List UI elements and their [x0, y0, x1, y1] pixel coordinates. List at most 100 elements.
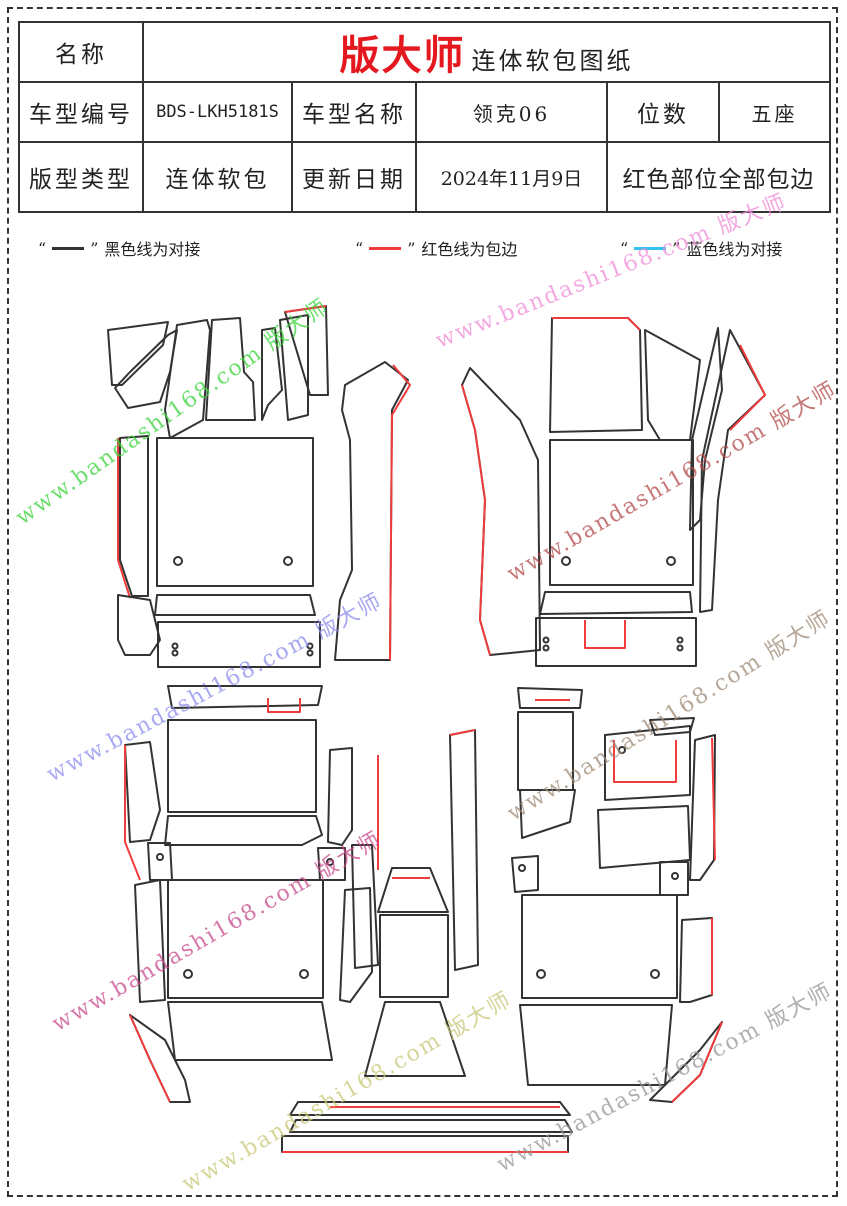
seats-label: 位数 — [606, 81, 720, 143]
hole — [676, 636, 684, 644]
hole — [671, 872, 679, 880]
front-left-lower-side — [117, 594, 161, 656]
rear-left-seat-side-left — [134, 879, 166, 1003]
rear-left-arm-left — [124, 741, 161, 843]
front-left-side-red — [117, 438, 131, 599]
front-right-footrest-red — [584, 620, 626, 649]
rear-left-top-cap — [167, 685, 323, 709]
rear-right-upper-panel — [604, 725, 691, 801]
rear-right-mid-piece — [597, 805, 691, 869]
legend-red-text: 红色线为包边 — [421, 240, 518, 259]
doc-title: 连体软包图纸 — [471, 47, 634, 75]
rear-right-mat-group — [511, 687, 723, 1103]
rear-left-kick-panel — [129, 1014, 191, 1103]
rear-left-top-cap-red — [267, 698, 301, 713]
rear-right-kick-red — [671, 1021, 723, 1103]
note-value: 红色部位全部包边 — [605, 141, 832, 213]
rear-right-top-cap — [517, 687, 583, 709]
legend-red-swatch — [369, 246, 402, 250]
model-code: BDS-LKH5181S — [142, 81, 293, 143]
tunnel-middle — [379, 914, 449, 998]
front-right-upper-strip — [644, 329, 701, 441]
front-right-top-panel-red — [552, 317, 641, 331]
front-left-side-strip — [119, 435, 149, 597]
hole — [326, 858, 334, 866]
front-left-top-piece-4 — [205, 317, 256, 421]
hole — [306, 642, 314, 650]
rear-left-upper-mat — [167, 719, 317, 813]
front-right-sill — [461, 367, 541, 656]
hole — [306, 649, 314, 657]
title-cell: 版大师连体软包图纸 — [141, 21, 832, 83]
tunnel-bottom — [364, 1001, 466, 1077]
front-left-sill-red — [389, 364, 411, 661]
rear-left-mat-group — [124, 685, 379, 1103]
legend-black-text: 黑色线为对接 — [104, 240, 201, 259]
hole — [183, 969, 193, 979]
rear-left-main-mat — [167, 879, 324, 999]
name-label: 名称 — [18, 21, 144, 83]
hole — [536, 969, 546, 979]
rear-left-arm-left-red — [124, 745, 141, 881]
legend-blue-swatch — [634, 246, 667, 250]
bottom-strip-1 — [289, 1101, 571, 1116]
legend-red: “” 红色线为包边 — [355, 236, 517, 260]
rear-right-side-strip — [689, 734, 716, 881]
page-border — [7, 7, 838, 1197]
rear-left-kick-red — [129, 1014, 171, 1103]
front-right-footrest — [535, 617, 697, 667]
hole — [299, 969, 309, 979]
hole — [171, 642, 179, 650]
hole — [156, 853, 164, 861]
date-value: 2024年11月9日 — [415, 141, 608, 213]
rear-left-seat-side-right — [339, 887, 373, 1003]
rear-left-bottom-mat — [167, 1001, 333, 1061]
rear-left-bracket-left — [147, 842, 173, 881]
front-right-long-red — [729, 344, 766, 431]
model-code-label: 车型编号 — [18, 81, 144, 143]
hole — [650, 969, 660, 979]
hole — [173, 556, 183, 566]
hole — [171, 649, 179, 657]
hole — [561, 556, 571, 566]
legend-black: “” 黑色线为对接 — [38, 236, 200, 260]
bottom-strip-2 — [289, 1119, 573, 1133]
tunnel-side-right — [449, 729, 479, 971]
front-left-footrest — [157, 621, 321, 668]
front-left-top-piece-6 — [279, 314, 309, 421]
front-right-heel-piece — [539, 591, 693, 615]
front-right-sill-red — [461, 384, 491, 656]
rear-right-seat-side — [679, 917, 713, 1003]
rear-right-side-red — [711, 737, 716, 861]
rear-right-upper-panel-red — [613, 740, 677, 783]
rear-right-tab — [649, 717, 695, 736]
seats-value: 五座 — [717, 81, 832, 143]
rear-right-main-mat — [521, 894, 678, 999]
hole — [542, 644, 550, 652]
hole — [542, 636, 550, 644]
rear-right-bracket-right — [659, 861, 689, 896]
front-left-top-piece-5 — [261, 327, 283, 421]
hole — [283, 556, 293, 566]
legend-blue-text: 蓝色线为对接 — [686, 240, 783, 259]
legend-black-swatch — [52, 246, 85, 250]
front-left-heel-piece — [154, 594, 316, 616]
tunnel-top-cap — [377, 867, 449, 913]
rear-left-bracket-right — [317, 847, 346, 881]
rear-left-tunnel-piece — [164, 815, 323, 846]
front-right-main-mat — [549, 439, 694, 586]
type-label: 版型类型 — [18, 141, 144, 213]
rear-left-arm-right — [327, 747, 353, 846]
hole — [618, 746, 626, 754]
legend-blue: “” 蓝色线为对接 — [620, 236, 782, 260]
front-left-top-piece-3 — [164, 319, 211, 439]
type-value: 连体软包 — [142, 141, 293, 213]
tunnel-side-left — [351, 844, 379, 969]
bottom-strips-group — [281, 1101, 573, 1153]
rear-right-diag-piece — [519, 789, 576, 839]
tunnel-side-right-red — [449, 729, 476, 736]
center-tunnel-group — [351, 729, 479, 1077]
model-name-label: 车型名称 — [291, 81, 417, 143]
front-right-mat-group — [461, 317, 766, 667]
